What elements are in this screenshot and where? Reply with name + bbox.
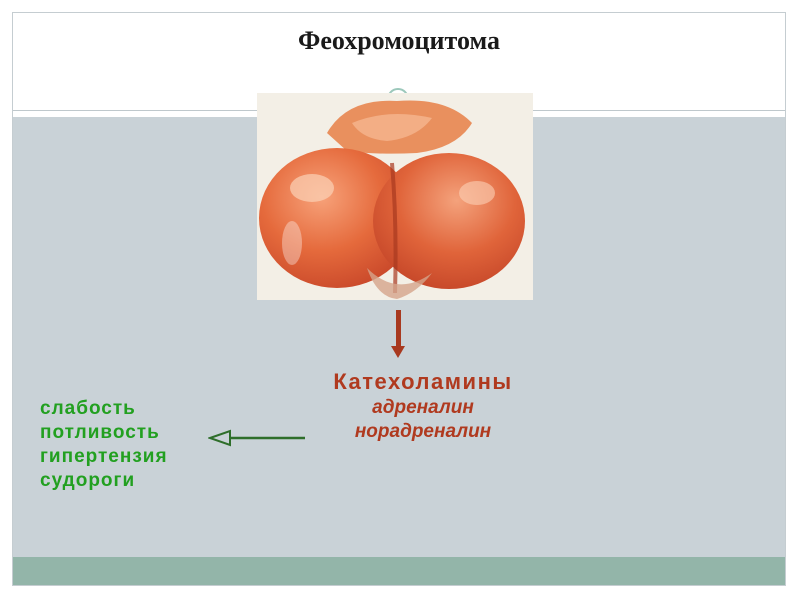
tumor-photo [257, 93, 533, 300]
catecholamines-label: Катехоламины [333, 369, 513, 394]
down-arrow-icon [391, 310, 405, 358]
symptom-item: гипертензия [40, 446, 168, 467]
footer-band [13, 557, 785, 585]
symptoms-list: слабость потливость гипертензия судороги [40, 397, 180, 493]
symptom-item: слабость [40, 398, 136, 419]
noradrenaline-label: норадреналин [354, 421, 492, 442]
adrenaline-label: адреналин [372, 397, 474, 418]
symptom-item: судороги [40, 470, 136, 491]
slide-frame [12, 12, 786, 586]
catecholamines-block: Катехоламины адреналин норадреналин [305, 368, 541, 444]
left-arrow-icon [208, 429, 305, 447]
symptom-item: потливость [40, 422, 160, 443]
slide-title: Феохромоцитома [298, 26, 500, 55]
